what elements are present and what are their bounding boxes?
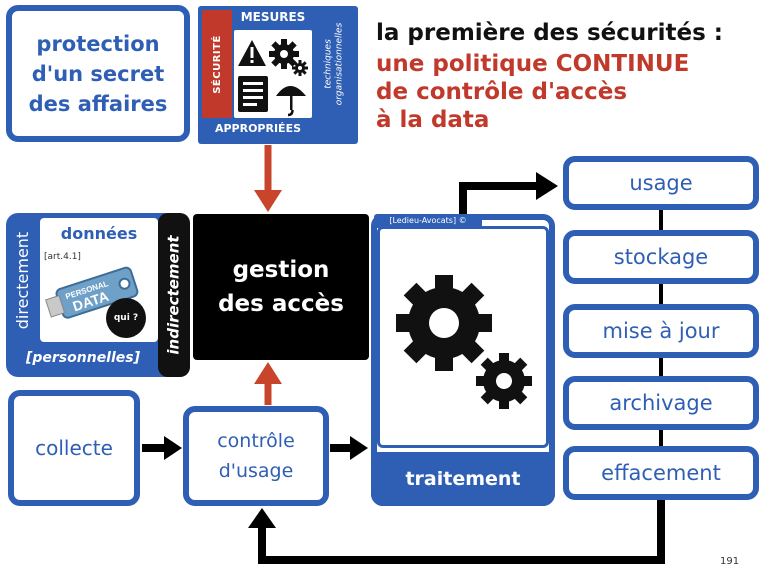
title-line-3: de contrôle d'accès	[376, 79, 628, 105]
step-archivage-label: archivage	[609, 391, 713, 415]
traitement-inner-panel	[377, 226, 549, 448]
step-mise-a-jour-label: mise à jour	[602, 319, 720, 343]
usb-key-icon: PERSONAL DATA	[45, 266, 139, 319]
appropriees-label: APPROPRIÉES	[214, 122, 302, 135]
organisationnelles-label: organisationnelles	[334, 22, 344, 106]
arrow-head-mesures	[254, 190, 282, 212]
personnelles-label: [personnelles]	[25, 350, 141, 366]
indirectement-band: indirectement	[158, 213, 190, 377]
step-archivage: archivage	[563, 376, 759, 430]
protection-line-1: protection	[36, 31, 160, 56]
umbrella-icon	[276, 86, 306, 117]
arrow-head-collecte	[164, 436, 182, 460]
gear-icon	[269, 39, 299, 69]
step-effacement-label: effacement	[601, 461, 721, 485]
qui-bubble: qui ?	[106, 298, 146, 338]
arrow-traitement-to-usage	[459, 182, 538, 214]
protection-line-2: d'un secret	[31, 61, 165, 86]
tech-label: techniques organisationnelles	[323, 23, 345, 106]
directement-wrap: directement	[8, 215, 38, 345]
small-gear-icon	[292, 60, 308, 76]
title-line-1: la première des sécurités :	[376, 20, 723, 46]
article-reference: [art.4.1]	[44, 252, 81, 262]
securite-band	[202, 10, 232, 118]
collecte-box: collecte	[8, 390, 140, 506]
gestion-line-2: des accès	[218, 291, 344, 317]
step-mise-a-jour: mise à jour	[563, 304, 759, 358]
securite-label: SÉCURITÉ	[211, 34, 223, 94]
securite-label-wrap: SÉCURITÉ	[202, 10, 232, 118]
arrow-head-usage	[536, 172, 558, 200]
arrow-head-controle	[254, 362, 282, 384]
step-effacement: effacement	[563, 446, 759, 500]
gestion-line-1: gestion	[232, 257, 330, 283]
medium-gear-icon	[476, 353, 532, 409]
document-icon	[238, 76, 268, 112]
arrow-return-loop	[258, 500, 665, 564]
traitement-label: traitement	[405, 468, 521, 490]
mesures-icon-panel	[234, 30, 312, 118]
copyright-tag: [Ledieu-Avocats] ©	[374, 214, 482, 228]
warning-icon	[238, 40, 266, 66]
donnees-title: données	[60, 224, 138, 243]
large-gear-icon	[396, 275, 492, 371]
controle-line-1: contrôle	[217, 430, 295, 452]
page-number: 191	[720, 556, 740, 567]
arrow-head-return	[248, 508, 276, 528]
indirectement-label: indirectement	[165, 235, 184, 355]
step-stockage-label: stockage	[613, 245, 709, 269]
arrow-head-controle-traitement	[350, 436, 368, 460]
step-usage-label: usage	[629, 171, 693, 195]
gestion-acces-box: gestion des accès	[193, 214, 369, 360]
controle-usage-box: contrôle d'usage	[183, 406, 329, 506]
title-line-2: une politique CONTINUE	[376, 51, 690, 77]
directement-label: directement	[13, 231, 33, 329]
step-usage: usage	[563, 156, 759, 210]
traitement-label-bar: traitement	[371, 452, 555, 506]
tech-label-wrap: techniques organisationnelles	[314, 10, 354, 118]
collecte-label: collecte	[35, 436, 113, 460]
protection-box: protection d'un secret des affaires	[6, 5, 190, 142]
mesures-label: MESURES	[240, 10, 306, 24]
protection-line-3: des affaires	[28, 91, 168, 116]
title-line-4: à la data	[376, 107, 490, 133]
techniques-label: techniques	[323, 39, 333, 89]
step-stockage: stockage	[563, 230, 759, 284]
controle-line-2: d'usage	[218, 460, 294, 482]
